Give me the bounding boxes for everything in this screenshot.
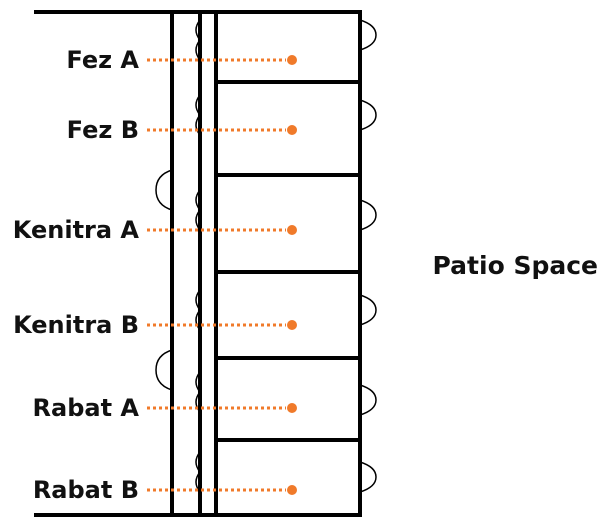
room-label: Kenitra B <box>13 311 139 339</box>
room-label: Fez A <box>66 46 139 74</box>
patio-space-label: Patio Space <box>433 251 598 280</box>
door-hinge-icon <box>195 451 201 493</box>
room-dot-icon <box>287 225 297 235</box>
room-label: Rabat B <box>33 476 139 504</box>
door-hinge-icon <box>359 99 377 131</box>
door-hinge-icon <box>359 199 377 231</box>
room-dot-icon <box>287 55 297 65</box>
room-marker: Kenitra A <box>13 216 297 244</box>
door-hinge-icon <box>195 371 201 413</box>
door-hinge-icon <box>359 384 377 416</box>
room-marker: Rabat A <box>33 394 297 422</box>
door-hinge-icon <box>195 19 201 61</box>
door-hinge-icon <box>155 349 173 391</box>
room-label: Fez B <box>67 116 139 144</box>
room-marker: Fez B <box>67 116 297 144</box>
room-dot-icon <box>287 125 297 135</box>
room-dot-icon <box>287 320 297 330</box>
door-hinge-icon <box>155 169 173 211</box>
room-marker: Fez A <box>66 46 297 74</box>
room-dot-icon <box>287 485 297 495</box>
room-marker: Kenitra B <box>13 311 297 339</box>
room-markers: Fez A Fez B Kenitra A Kenitra B Rabat A Rabat… <box>13 46 297 504</box>
door-hinge-icon <box>195 189 201 231</box>
room-label: Kenitra A <box>13 216 140 244</box>
room-marker: Rabat B <box>33 476 297 504</box>
room-label: Rabat A <box>33 394 140 422</box>
door-hinge-icon <box>359 19 377 51</box>
room-dot-icon <box>287 403 297 413</box>
door-hinge-icon <box>359 294 377 326</box>
door-hinge-icon <box>359 461 377 493</box>
door-hinges <box>155 19 377 493</box>
walls <box>34 10 362 517</box>
